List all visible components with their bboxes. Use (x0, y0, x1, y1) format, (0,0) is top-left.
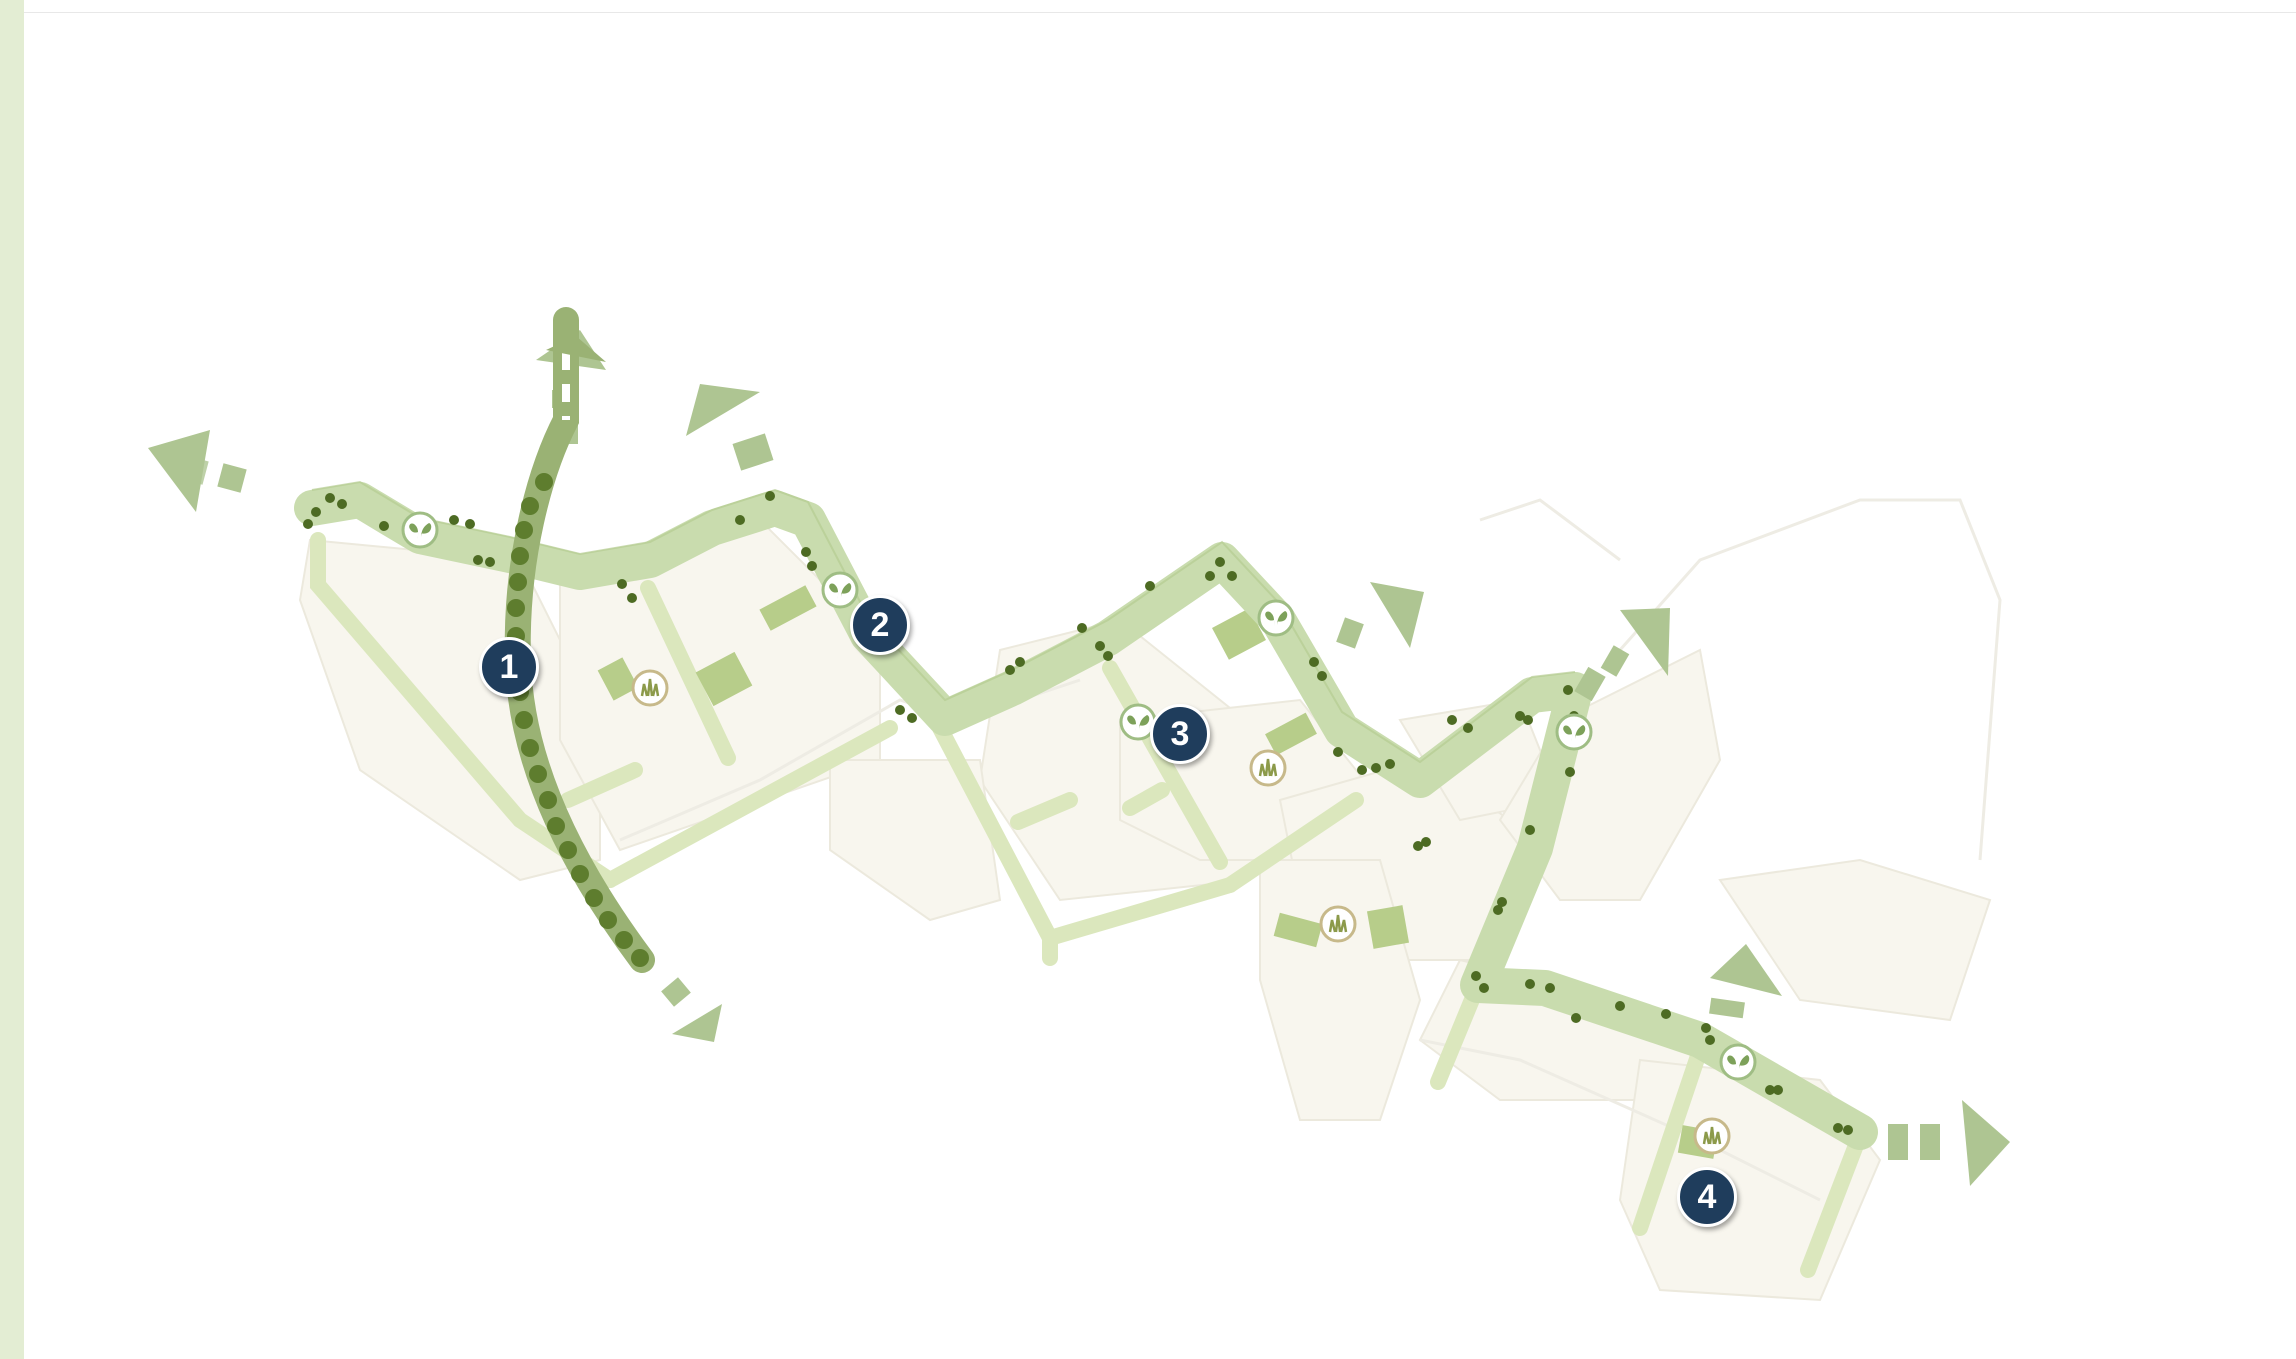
arrow-icon-north-2 (686, 384, 774, 471)
leaf-icon (1257, 599, 1295, 637)
leaf-icon (1719, 1043, 1757, 1081)
primary-corridor (294, 482, 1878, 1150)
left-accent-bar (0, 0, 24, 1359)
top-divider (24, 12, 2296, 13)
marker-3[interactable]: 3 (1150, 704, 1210, 764)
arrow-icon-north-3 (1709, 944, 1782, 1019)
marker-2[interactable]: 2 (850, 595, 910, 655)
grass-icon (1693, 1117, 1731, 1155)
arrow-icon-west (148, 430, 247, 512)
grass-icon (631, 669, 669, 707)
leaf-icon (821, 571, 859, 609)
grass-icon (1319, 905, 1357, 943)
marker-4[interactable]: 4 (1677, 1167, 1737, 1227)
arrow-icon-south (661, 977, 722, 1042)
arrow-icon-far-east (1888, 1100, 2010, 1186)
tree-canopy (507, 473, 649, 967)
arrow-icon-east (1574, 608, 1670, 702)
marker-1[interactable]: 1 (479, 637, 539, 697)
leaf-icon (401, 511, 439, 549)
arrow-icon-northeast (1336, 582, 1424, 649)
street-trees (303, 491, 1853, 1135)
grass-icon (1249, 749, 1287, 787)
leaf-icon (1555, 713, 1593, 751)
